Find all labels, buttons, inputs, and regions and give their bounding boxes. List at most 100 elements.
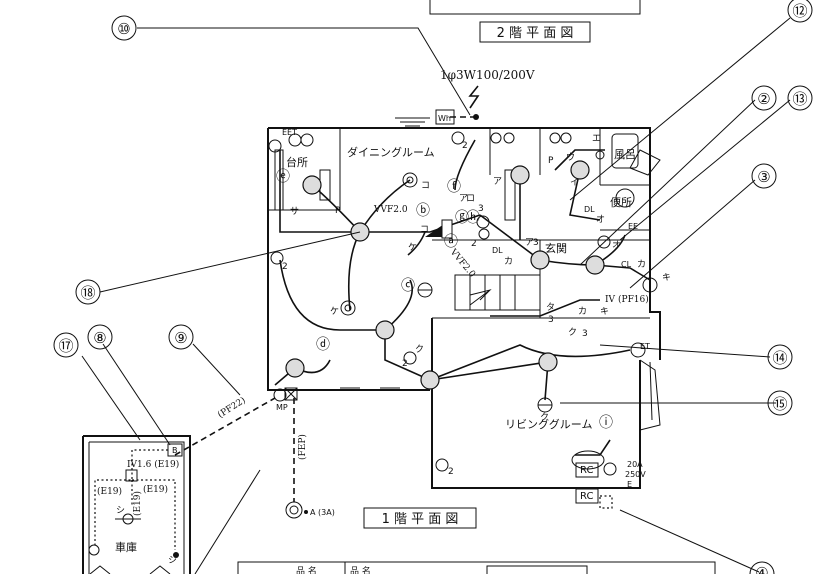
num-2a: 2 bbox=[462, 141, 468, 151]
num-3c: 3 bbox=[548, 315, 554, 325]
letter-ro: ロ bbox=[466, 194, 475, 204]
device-ground: A (3A) bbox=[310, 508, 335, 517]
circle-h: ⓗ bbox=[466, 210, 480, 226]
circle-f: ⓕ bbox=[447, 179, 461, 195]
num-2c: 2 bbox=[402, 359, 408, 369]
cable-fep: (FEP) bbox=[297, 434, 308, 460]
wiring bbox=[274, 139, 651, 456]
callout-8: ⑧ bbox=[93, 329, 106, 347]
device-dl1: DL bbox=[584, 205, 595, 214]
room-garage: 車庫 bbox=[115, 540, 137, 554]
callout-10: ⑩ bbox=[117, 20, 130, 38]
letter-ke1: ケ bbox=[408, 242, 417, 253]
circle-b: ⓑ bbox=[416, 203, 430, 219]
callout-3: ③ bbox=[757, 168, 770, 186]
letter-ku2: ク bbox=[568, 327, 577, 338]
circle-e: ⓔ bbox=[276, 169, 290, 185]
lighting-fixtures bbox=[288, 132, 658, 413]
letter-sa: サ bbox=[290, 206, 299, 217]
room-labels: 台所 ダイニングルーム 風呂 便所 玄関 リビンググルーム bbox=[286, 145, 636, 431]
device-e: E bbox=[627, 480, 632, 489]
letter-ki1: キ bbox=[662, 273, 671, 283]
room-toilet: 便所 bbox=[610, 196, 632, 209]
letter-ka2: カ bbox=[637, 259, 646, 270]
cable-e19-a: (E19) bbox=[97, 486, 122, 497]
meter-label: Wh bbox=[438, 114, 451, 123]
num-2d: 2 bbox=[448, 467, 454, 477]
circled-letters: ⓔ ⓑ ⓕ ⓖ ⓗ ⓐ ⓒ ⓓ ⓘ bbox=[276, 169, 613, 431]
power-supply-label: 1φ3W100/200V bbox=[440, 68, 535, 82]
stair-arrow bbox=[469, 289, 492, 306]
num-2b: 2 bbox=[282, 262, 288, 272]
letter-p1: P bbox=[335, 206, 341, 216]
rc-units bbox=[571, 450, 617, 509]
callout-9: ⑨ bbox=[174, 329, 187, 347]
callout-18: ⑱ bbox=[80, 284, 95, 302]
device-eet: EET bbox=[282, 128, 297, 137]
letter-a1: ア bbox=[459, 194, 468, 204]
letter-e: エ bbox=[592, 134, 601, 144]
table-col2: 品 名 bbox=[350, 565, 371, 574]
letter-o1: オ bbox=[596, 214, 605, 225]
room-kitchen: 台所 bbox=[286, 155, 308, 169]
letter-ki2: キ bbox=[600, 307, 609, 317]
device-dl2: DL bbox=[492, 246, 503, 255]
callout-13: ⑬ bbox=[792, 90, 807, 108]
room-living: リビンググルーム bbox=[505, 417, 592, 431]
letter-ko1: コ bbox=[421, 181, 430, 191]
circle-a: ⓐ bbox=[444, 234, 458, 250]
first-floor-title-box: 1 階 平 面 図 bbox=[363, 507, 477, 529]
second-floor-title: 2 階 平 面 図 bbox=[497, 26, 574, 41]
device-cl: CL bbox=[621, 260, 632, 269]
letter-p2: P bbox=[548, 156, 554, 166]
letter-ku1: ク bbox=[415, 344, 424, 355]
room-entrance: 玄関 bbox=[545, 241, 567, 255]
cable-iv-small: IV bbox=[605, 295, 616, 305]
letter-a2: ア bbox=[493, 177, 502, 187]
circle-c: ⓒ bbox=[401, 278, 415, 294]
device-mp: MP bbox=[276, 403, 288, 412]
cable-pf16: (PF16) bbox=[618, 294, 649, 305]
switch-letters: サ コ コ ケ ケ ア ア ア ロ カ カ カ キ キ タ ク ク ク イ ウ … bbox=[116, 134, 671, 566]
letter-ka1: カ bbox=[504, 256, 513, 267]
callout-leaders bbox=[81, 17, 791, 574]
device-rc1: RC bbox=[580, 465, 593, 476]
letter-a3: ア bbox=[525, 238, 534, 248]
letter-ko2: コ bbox=[420, 225, 429, 235]
num-3a: 3 bbox=[478, 204, 484, 214]
parts-table-fragment: 品 名 品 名 bbox=[237, 561, 716, 574]
cable-vvf-1: VVF2.0 bbox=[373, 205, 408, 215]
first-floor-title: 1 階 平 面 図 bbox=[382, 512, 459, 527]
device-rc2: RC bbox=[580, 491, 593, 502]
num-3d: 3 bbox=[582, 329, 588, 339]
outlets bbox=[268, 131, 611, 472]
table-col1: 品 名 bbox=[296, 565, 317, 574]
circle-d: ⓓ bbox=[316, 337, 330, 353]
device-250v: 250V bbox=[625, 470, 646, 479]
callout-12: ⑫ bbox=[792, 2, 807, 20]
cable-e19-b: (E19) bbox=[143, 484, 168, 495]
callout-15: ⑮ bbox=[772, 395, 787, 413]
letter-ke2: ケ bbox=[330, 306, 339, 317]
letter-ku3: ク bbox=[540, 412, 549, 423]
num-2e: 2 bbox=[471, 239, 477, 249]
junction-boxes bbox=[285, 160, 605, 390]
device-box-b: B bbox=[172, 446, 178, 455]
cable-e19-c: (E19) bbox=[132, 491, 143, 516]
letter-ka3: カ bbox=[578, 306, 587, 317]
device-20a: 20A bbox=[627, 460, 643, 469]
letter-shi1: シ bbox=[116, 506, 125, 516]
callout-17: ⑰ bbox=[58, 337, 73, 355]
circle-i: ⓘ bbox=[599, 415, 613, 431]
letter-o2: オ bbox=[612, 240, 621, 251]
room-dining: ダイニングルーム bbox=[347, 145, 435, 159]
switch-box bbox=[441, 219, 453, 239]
callouts: ⑩ ⑫ ② ⑬ ③ ⑱ ⑰ ⑧ ⑨ ⑭ ⑮ ④ bbox=[53, 0, 813, 574]
cable-pf22: (PF22) bbox=[216, 395, 248, 421]
device-labels: EET MP ET EE A (3A) RC RC 20A 250V E B D… bbox=[172, 128, 650, 517]
second-floor-fragment: 2 階 平 面 図 bbox=[429, 0, 641, 43]
callout-4: ④ bbox=[755, 564, 768, 574]
garage bbox=[82, 397, 276, 574]
letter-i: イ bbox=[570, 178, 579, 188]
device-et: ET bbox=[640, 342, 650, 351]
